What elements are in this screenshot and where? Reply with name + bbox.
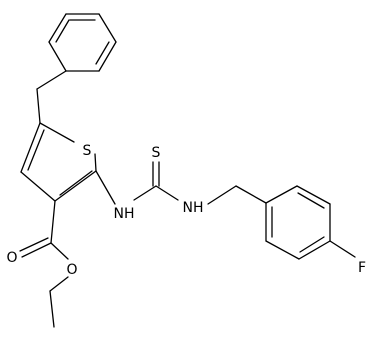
carbonyl-bond-b: [19, 237, 49, 252]
atom-fluorine: F: [358, 260, 366, 276]
benzyl-ch2-bond-a: [36, 70, 67, 90]
fluorophenyl-ring: [265, 185, 331, 260]
atom-sulfur-thione: S: [152, 145, 161, 161]
ch2-aryl-bond: [235, 185, 267, 204]
thiophene-ring: [20, 122, 97, 202]
atom-nh-left: NH: [114, 206, 135, 222]
atom-sulfur-ring: S: [83, 143, 92, 159]
nh-cs-bond: [133, 185, 157, 201]
c2-nh-bond: [95, 170, 116, 205]
atom-oxygen-ester: O: [66, 262, 77, 278]
cs-nh-bond: [155, 185, 179, 201]
benzyl-phenyl-ring: [48, 13, 117, 72]
ester-o-bond: [50, 242, 69, 260]
ethyl-bond: [49, 290, 55, 328]
atom-nh-right: NH: [183, 200, 204, 216]
atom-oxygen-carbonyl: O: [6, 250, 17, 266]
c3-carbonyl-bond: [50, 200, 56, 244]
nh-ch2-bond: [207, 185, 237, 205]
aryl-f-bond: [329, 240, 356, 258]
benzyl-ch2-bond-b: [36, 88, 41, 124]
carbonyl-bond-a: [21, 242, 52, 258]
o-ch2-bond: [49, 276, 69, 292]
